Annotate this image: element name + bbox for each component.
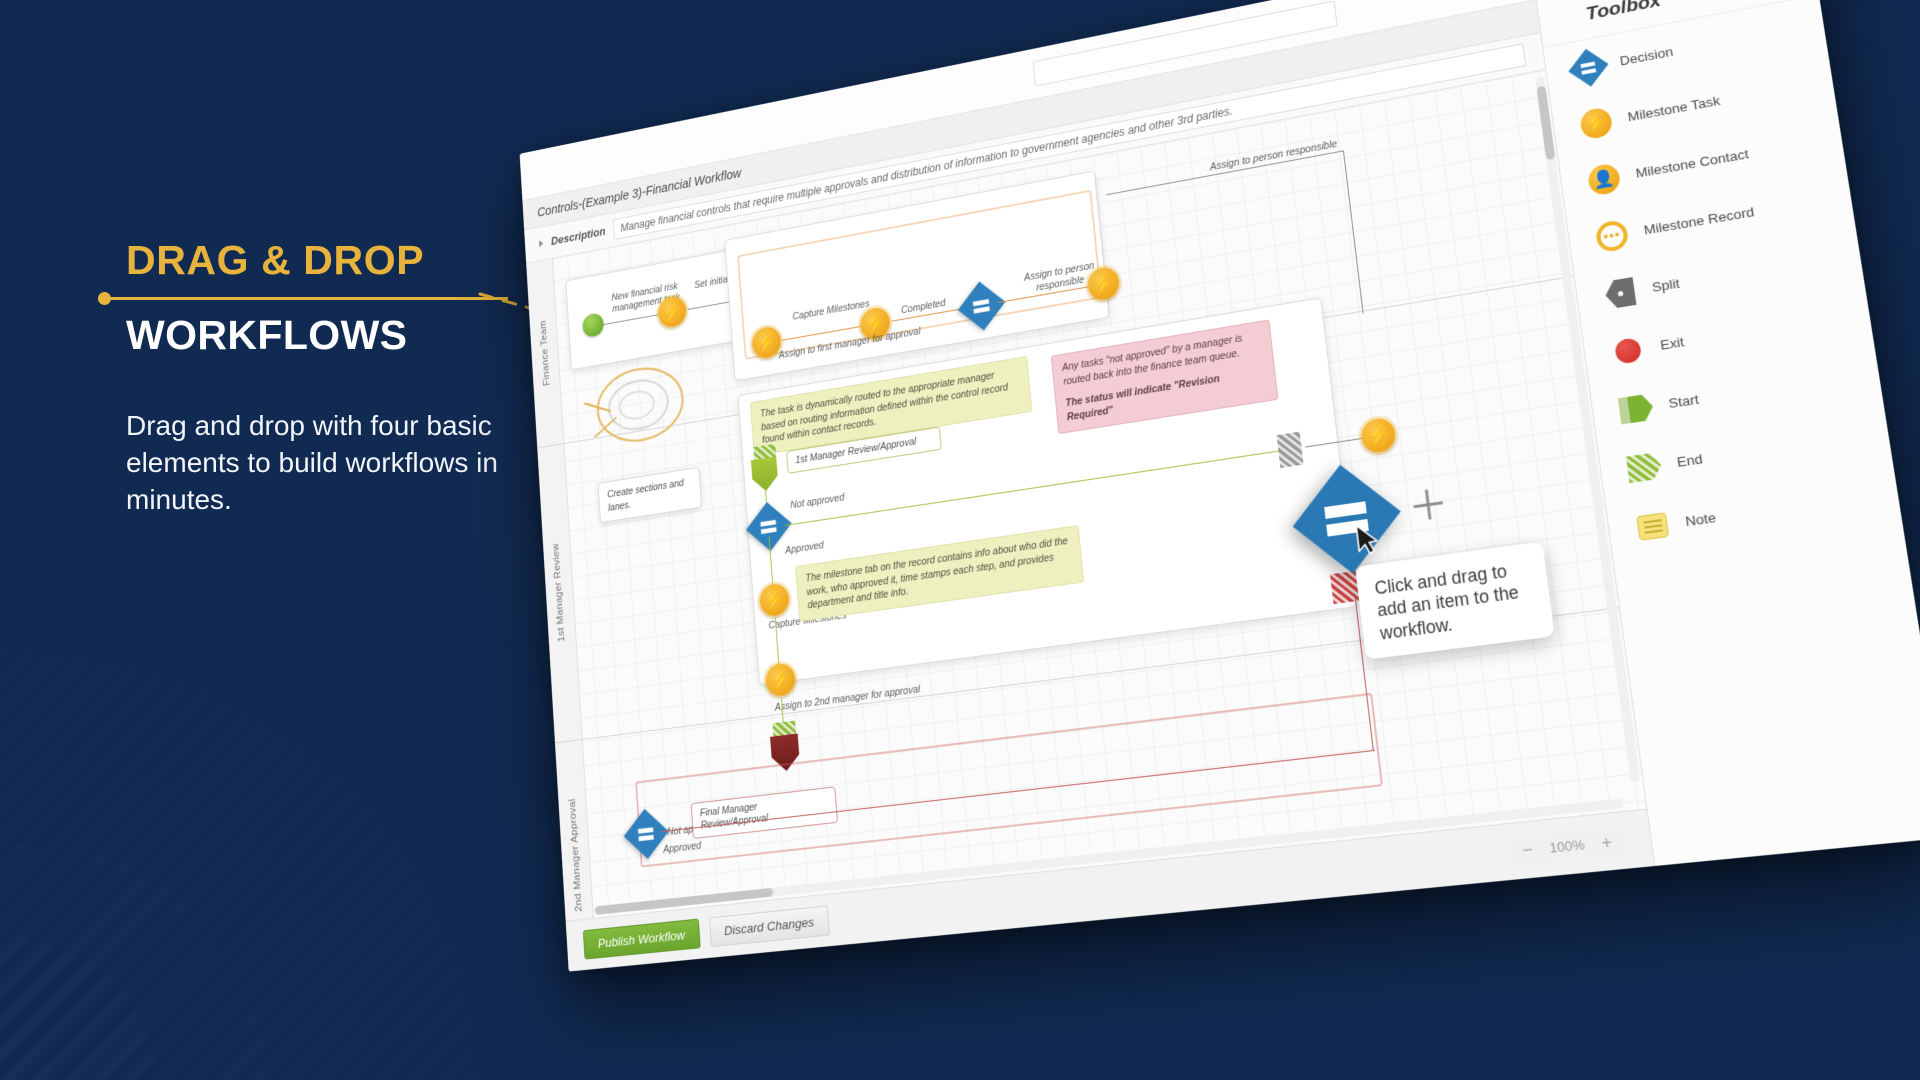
- toolbox-item-label: Note: [1684, 509, 1717, 530]
- exit-circle-icon: [1608, 331, 1648, 370]
- start-chevron-icon: [1616, 389, 1656, 428]
- promo-rule-dot: [98, 292, 111, 305]
- zoom-in-button[interactable]: +: [1600, 831, 1614, 853]
- promo-headline-secondary: WORKFLOWS: [126, 312, 408, 358]
- zoom-control: − 100% +: [1503, 825, 1631, 867]
- zoom-level-label: 100%: [1548, 836, 1586, 856]
- decision-diamond-icon: [1568, 48, 1609, 87]
- split-icon: [1600, 274, 1640, 313]
- swimlane-label-text: 2nd Manager Approval: [566, 798, 584, 913]
- promo-rule-line: [108, 297, 508, 300]
- swimlane-label-second-manager: 2nd Manager Approval: [555, 739, 597, 921]
- description-label: Description: [550, 225, 606, 248]
- discard-changes-button[interactable]: Discard Changes: [708, 905, 831, 948]
- milestone-record-ring-icon: •••: [1592, 217, 1632, 256]
- milestone-task-bolt-icon: ⚡: [1577, 104, 1616, 143]
- workflow-app-window: Shared Workflow Options Controls-(Exampl…: [519, 0, 1920, 972]
- toolbox-item-label: Decision: [1618, 43, 1675, 69]
- return-hatch: [1276, 431, 1304, 469]
- toolbox-item-label: End: [1675, 450, 1704, 470]
- promo-subcopy: Drag and drop with four basic elements t…: [126, 410, 498, 515]
- toolbox-item-label: Exit: [1659, 334, 1686, 353]
- toolbox-item-label: Milestone Contact: [1634, 146, 1750, 181]
- toolbox-item-label: Milestone Record: [1642, 204, 1756, 238]
- zoom-out-button[interactable]: −: [1521, 839, 1535, 861]
- promo-headline-primary: DRAG & DROP: [126, 237, 425, 283]
- app-window-stage: Shared Workflow Options Controls-(Exampl…: [470, 0, 1920, 1000]
- note-icon: [1632, 507, 1673, 547]
- publish-workflow-button[interactable]: Publish Workflow: [582, 918, 701, 960]
- add-plus-indicator: ＋: [1405, 481, 1452, 531]
- mouse-cursor: [1354, 521, 1384, 558]
- end-hatch-icon: [1624, 448, 1665, 488]
- task-final-manager-review-label: Final Manager Review/Approval: [699, 801, 769, 832]
- promo-rule: [98, 287, 566, 311]
- swimlane-label-first-manager: 1st Manager Review: [537, 443, 583, 743]
- background-stripe-texture: [0, 520, 620, 1080]
- chevron-right-icon[interactable]: [539, 239, 544, 248]
- toolbox-item-label: Start: [1667, 391, 1700, 412]
- second-manager-entry-hatch: [772, 720, 796, 737]
- promo-copy-block: DRAG & DROP WORKFLOWS Drag and drop with…: [98, 237, 566, 519]
- toolbox-item-label: Split: [1651, 275, 1681, 295]
- toolbox-item-label: Milestone Task: [1626, 92, 1722, 125]
- swimlane-label-text: 1st Manager Review: [551, 542, 568, 643]
- swimlane-label-text: Finance Team: [537, 319, 552, 387]
- milestone-contact-person-icon: 👤: [1584, 160, 1623, 199]
